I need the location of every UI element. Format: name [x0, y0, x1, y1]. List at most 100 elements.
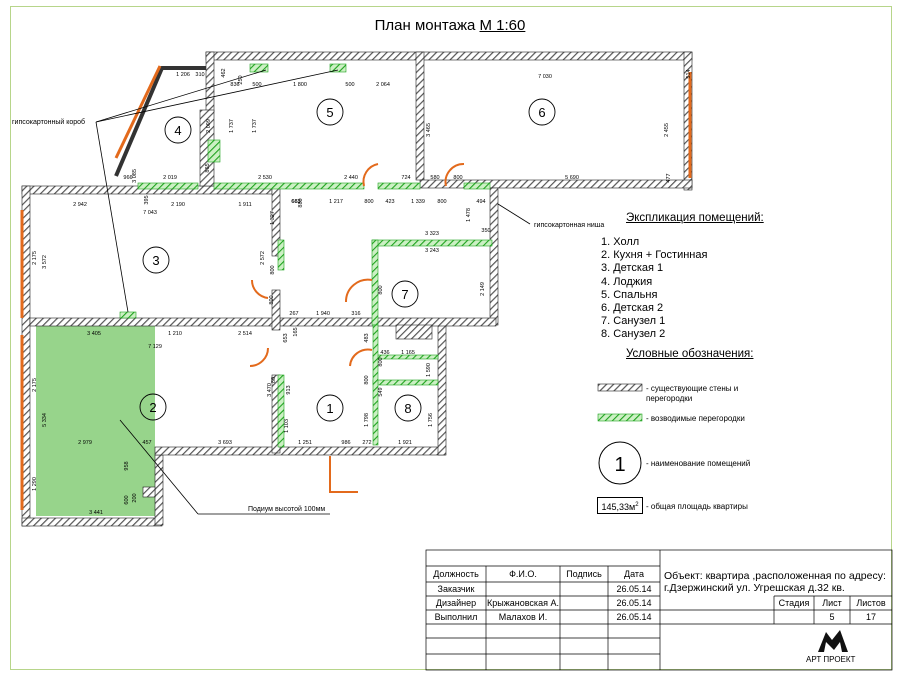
dimension-label: 1 940 — [316, 311, 330, 317]
explication-item: 7. Санузел 1 — [601, 315, 666, 328]
dimension-label: 880 — [298, 198, 304, 207]
new-partitions — [119, 63, 493, 448]
tb-sheets-header: Листов — [856, 598, 886, 608]
room-marker-1 — [316, 394, 344, 422]
existing-walls — [21, 51, 693, 527]
tb-sheet-header: Лист — [822, 598, 842, 608]
loggia-outline — [114, 66, 206, 177]
room-number-2: 2 — [149, 400, 156, 415]
room-number-8: 8 — [404, 401, 411, 416]
loggia-window — [114, 65, 162, 159]
room-marker-5 — [316, 98, 344, 126]
dimension-label: 1 737 — [252, 119, 258, 133]
dimension-label: 272 — [362, 440, 371, 446]
dimension-label: 3 470 — [267, 383, 273, 397]
total-area-box: 145,33м2 — [597, 497, 643, 514]
dimension-label: 1 251 — [298, 440, 312, 446]
dimension-label: 1 756 — [428, 413, 434, 427]
logo-text: АРТ ПРОЕКТ — [806, 655, 856, 664]
dimension-label: 800 — [364, 199, 373, 205]
dimension-label: 1 590 — [426, 363, 432, 377]
dimension-label: 800 — [270, 265, 276, 274]
legend-new-text: - возводимые перегородки — [646, 414, 745, 423]
dimension-label: 1 206 — [176, 72, 190, 78]
room-number-6: 6 — [538, 105, 545, 120]
legend-new-swatch — [597, 413, 643, 422]
dimension-label: 724 — [401, 175, 410, 181]
podium-fill — [36, 326, 155, 516]
total-area-sup: 2 — [635, 502, 639, 508]
dimension-label: 316 — [351, 311, 360, 317]
dimension-label: 986 — [341, 440, 350, 446]
tb-sheet-value: 5 — [829, 612, 835, 622]
tb-stage-header: Стадия — [778, 598, 810, 608]
tb-row-role: Заказчик — [437, 584, 475, 594]
dimension-label: 1 290 — [32, 477, 38, 491]
dimension-label: 800 — [378, 357, 384, 366]
tb-header-signature: Подпись — [566, 569, 602, 579]
dimension-label: 500 — [252, 82, 261, 88]
dimension-label: 80 — [271, 377, 277, 383]
dimension-label: 436 — [380, 350, 389, 356]
dimension-label: 1 911 — [238, 202, 251, 208]
room-number-3: 3 — [152, 253, 159, 268]
room-number-7: 7 — [401, 287, 408, 302]
dimension-label: 1 798 — [364, 413, 370, 427]
dimension-label: 549 — [378, 387, 384, 396]
doors — [249, 162, 465, 493]
dimension-label: 2 175 — [32, 378, 38, 392]
explication-heading: Экспликация помещений: — [626, 212, 764, 224]
dimension-label: 958 — [124, 461, 130, 470]
dimension-label: 2 175 — [32, 251, 38, 265]
dimension-label: 3 323 — [425, 231, 439, 237]
dimension-label: 494 — [476, 199, 485, 205]
dimension-label: 1 339 — [411, 199, 425, 205]
dimension-label: 350 — [481, 228, 490, 234]
dimension-label: 2 979 — [78, 440, 92, 446]
dimension-label: 3 465 — [426, 123, 432, 137]
dimension-label: 1 210 — [168, 331, 182, 337]
dimension-label: 2 514 — [238, 331, 252, 337]
dimension-label: 250 — [238, 75, 244, 84]
explication-item: 4. Лоджия — [601, 275, 653, 288]
dimension-label: 2 572 — [260, 251, 266, 265]
tb-row-date: 26.05.14 — [616, 584, 652, 594]
dimension-label: 457 — [142, 440, 151, 446]
dimension-label: 1 327 — [270, 211, 276, 225]
dimension-label: 800 — [378, 285, 384, 294]
total-area-text: - общая площадь квартиры — [646, 502, 748, 511]
dimension-label: 3 693 — [218, 440, 232, 446]
dimension-label: 683 — [291, 199, 300, 205]
tb-row-name: Малахов И. — [498, 612, 548, 622]
dimension-label: 2 455 — [664, 123, 670, 137]
room-marker-8 — [394, 394, 422, 422]
tb-object-line2: г.Дзержинский ул. Угрешская д.32 кв. — [664, 582, 845, 594]
room-number-4: 4 — [174, 123, 181, 138]
room-marker-4 — [164, 116, 192, 144]
dimension-label: 1 217 — [329, 199, 343, 205]
legend-existing-swatch — [597, 383, 643, 392]
dimension-label: 800 — [437, 199, 446, 205]
dimension-label: 395 — [144, 195, 150, 204]
dimension-label: 3 243 — [425, 248, 439, 254]
tb-row-date: 26.05.14 — [616, 598, 652, 608]
tb-header-name: Ф.И.О. — [509, 569, 537, 579]
annotation-podium: Подиум высотой 100мм — [248, 505, 325, 513]
dimension-label: 2 190 — [171, 202, 185, 208]
leader-lines — [95, 69, 531, 515]
title-text: План монтажа — [374, 17, 476, 34]
dimension-label: 3 572 — [42, 255, 48, 269]
room-marker-6 — [528, 98, 556, 126]
dimension-label: 7 043 — [143, 210, 157, 216]
explication-item: 2. Кухня + Гостинная — [601, 249, 708, 262]
dimension-label: 1 478 — [466, 208, 472, 222]
dimension-label: 200 — [132, 493, 138, 502]
dimension-label: 423 — [385, 199, 394, 205]
tb-row-date: 26.05.14 — [616, 612, 652, 622]
tb-row-role: Выполнил — [434, 612, 478, 622]
dimension-label: 500 — [345, 82, 354, 88]
dimension-label: 2 064 — [376, 82, 390, 88]
tb-sheets-value: 17 — [865, 612, 876, 622]
room-marker-2 — [139, 393, 167, 421]
